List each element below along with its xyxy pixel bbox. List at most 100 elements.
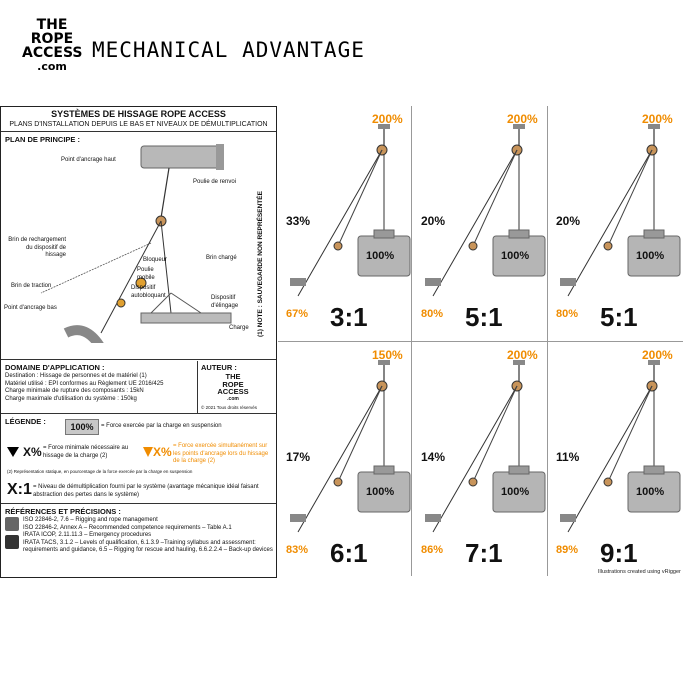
bottom-anchor-force: 86% [421, 544, 444, 556]
author-logo-line: THE [225, 372, 241, 381]
domain-header: DOMAINE D'APPLICATION : [5, 363, 105, 372]
panel-title: SYSTÈMES DE HISSAGE ROPE ACCESS [51, 109, 226, 119]
system-diagram [290, 124, 411, 297]
top-anchor-force: 200% [372, 112, 403, 126]
ref-item: ISO 22846-2, 7.6 – Rigging and rope mana… [23, 517, 158, 523]
logo: THE ROPE ACCESS .com [22, 18, 82, 74]
system-cell: 200% 33% 100% 67% 3:1 [278, 106, 413, 342]
legend-note: (2) Représentation statique, en pourcent… [7, 469, 193, 474]
author-logo-line: .com [227, 395, 239, 402]
ref-item: IRATA ICOP, 2.11.11.3 – Emergency proced… [23, 532, 152, 538]
load-force: 100% [636, 486, 665, 498]
load-force: 100% [501, 250, 530, 262]
label-traction: Brin de traction [11, 283, 52, 289]
top-anchor-force: 200% [642, 348, 673, 362]
left-info-panel: SYSTÈMES DE HISSAGE ROPE ACCESS PLANS D'… [0, 106, 277, 578]
ratio-label: 9:1 [600, 538, 638, 568]
load-force: 100% [366, 486, 395, 498]
load-force: 100% [501, 486, 530, 498]
bottom-anchor-force: 83% [286, 544, 309, 556]
panel-subtitle: PLANS D'INSTALLATION DEPUIS LE BAS ET NI… [9, 121, 268, 128]
system-diagram [290, 360, 411, 533]
system-cell: 200% 11% 100% 89% 9:1 [548, 342, 683, 578]
domain-line: Charge minimale de rupture des composant… [5, 388, 144, 394]
legend-header: LÉGENDE : [5, 417, 46, 426]
system-diagram [425, 360, 546, 533]
author-logo-line: ROPE [222, 379, 244, 389]
domain-line: Destination : Hissage de personnes et de… [5, 373, 147, 379]
system-cell: 200% 20% 100% 80% 5:1 [548, 106, 683, 342]
top-anchor-force: 200% [507, 112, 538, 126]
system-diagram [560, 360, 681, 533]
legend-x: X% [23, 445, 42, 459]
systems-grid [278, 106, 683, 578]
logo-line-3: ACCESS [22, 45, 83, 61]
author-header: AUTEUR : [201, 363, 237, 372]
label-anchor-high: Point d'ancrage haut [61, 157, 116, 163]
pull-force: 14% [421, 450, 446, 464]
credit-text: Illustrations created using vRigger [598, 569, 681, 575]
label-loaded: Brin chargé [206, 255, 237, 261]
arrow-down-orange-icon [143, 447, 153, 457]
irata-icon [5, 535, 19, 549]
legend-ratio-text: = Niveau de démultiplication fourni par … [33, 484, 259, 498]
pull-force: 17% [286, 450, 311, 464]
page-title: MECHANICAL ADVANTAGE [92, 38, 365, 62]
label-sling: Dispositif d'élingage [211, 295, 239, 309]
domain-line: Charge maximale d'utilisation du système… [5, 395, 137, 402]
top-anchor-force: 150% [372, 348, 403, 362]
system-diagram [425, 124, 546, 297]
legend-100-box: 100% [65, 419, 99, 435]
label-blocker: Bloqueur [143, 257, 168, 263]
arrow-down-icon [7, 447, 19, 457]
legend-x-text: = Force minimale nécessaire au hissage d… [43, 445, 129, 459]
load-force: 100% [636, 250, 665, 262]
top-anchor-force: 200% [507, 348, 538, 362]
author-logo: THE ROPE ACCESS .com [213, 373, 253, 403]
author-logo-line: ACCESS [217, 387, 249, 396]
system-cell: 200% 20% 100% 80% 5:1 [413, 106, 548, 342]
legend-ratio: X:1 [7, 481, 32, 498]
pull-force: 11% [556, 450, 580, 464]
ratio-label: 7:1 [465, 538, 503, 568]
ref-item: IRATA TACS, 3.1.2 – Levels of qualificat… [23, 539, 273, 554]
pull-force: 33% [286, 214, 311, 228]
pull-force: 20% [421, 214, 446, 228]
ref-item: ISO 22846-2, Annex A – Recommended compe… [23, 524, 232, 531]
label-mobile-pulley: Poulie mobile [137, 267, 155, 281]
pull-force: 20% [556, 214, 581, 228]
bottom-anchor-force: 80% [556, 308, 579, 320]
bottom-anchor-force: 89% [556, 544, 579, 556]
logo-line-2: ROPE [30, 31, 74, 47]
system-cell: 150% 17% 100% 83% 6:1 [278, 342, 413, 578]
label-self-lock: Dispositif autobloquant [131, 285, 166, 299]
system-cell: 200% 14% 100% 86% 7:1 [413, 342, 548, 578]
copyright: © 2021 Tous droits réservés [201, 405, 258, 410]
ratio-label: 6:1 [330, 538, 368, 568]
principle-header: PLAN DE PRINCIPE : [5, 135, 81, 144]
top-anchor-force: 200% [642, 112, 673, 126]
domain-line: Matériel utilisé : EPI conformes au Règl… [5, 380, 164, 387]
ratio-label: 5:1 [465, 302, 503, 332]
label-reload: Brin de rechargement du dispositif de hi… [8, 237, 66, 258]
note-vertical: (1) NOTE : SAUVEGARDE NON REPRÉSENTÉE [257, 191, 264, 337]
bottom-anchor-force: 67% [286, 308, 309, 320]
legend-x-orange-text: = Force exercée simultanément sur les po… [173, 443, 269, 464]
domain-lines: Destination : Hissage de personnes et de… [5, 373, 195, 403]
ratio-label: 5:1 [600, 302, 638, 332]
label-load: Charge [229, 325, 249, 331]
refs-header: RÉFÉRENCES ET PRÉCISIONS : [5, 507, 121, 516]
refs-list: ISO 22846-2, 7.6 – Rigging and rope mana… [23, 517, 275, 555]
legend-100-text: = Force exercée par la charge en suspens… [101, 423, 222, 429]
label-anchor-low: Point d'ancrage bas [4, 305, 57, 311]
legend-x-orange: X% [153, 445, 172, 459]
label-pulley: Poulie de renvoi [193, 179, 237, 185]
logo-line-4: .com [37, 60, 67, 73]
system-diagram [560, 124, 681, 297]
load-force: 100% [366, 250, 395, 262]
principle-diagram [40, 144, 232, 343]
iso-icon [5, 517, 19, 531]
bottom-anchor-force: 80% [421, 308, 444, 320]
ratio-label: 3:1 [330, 302, 368, 332]
